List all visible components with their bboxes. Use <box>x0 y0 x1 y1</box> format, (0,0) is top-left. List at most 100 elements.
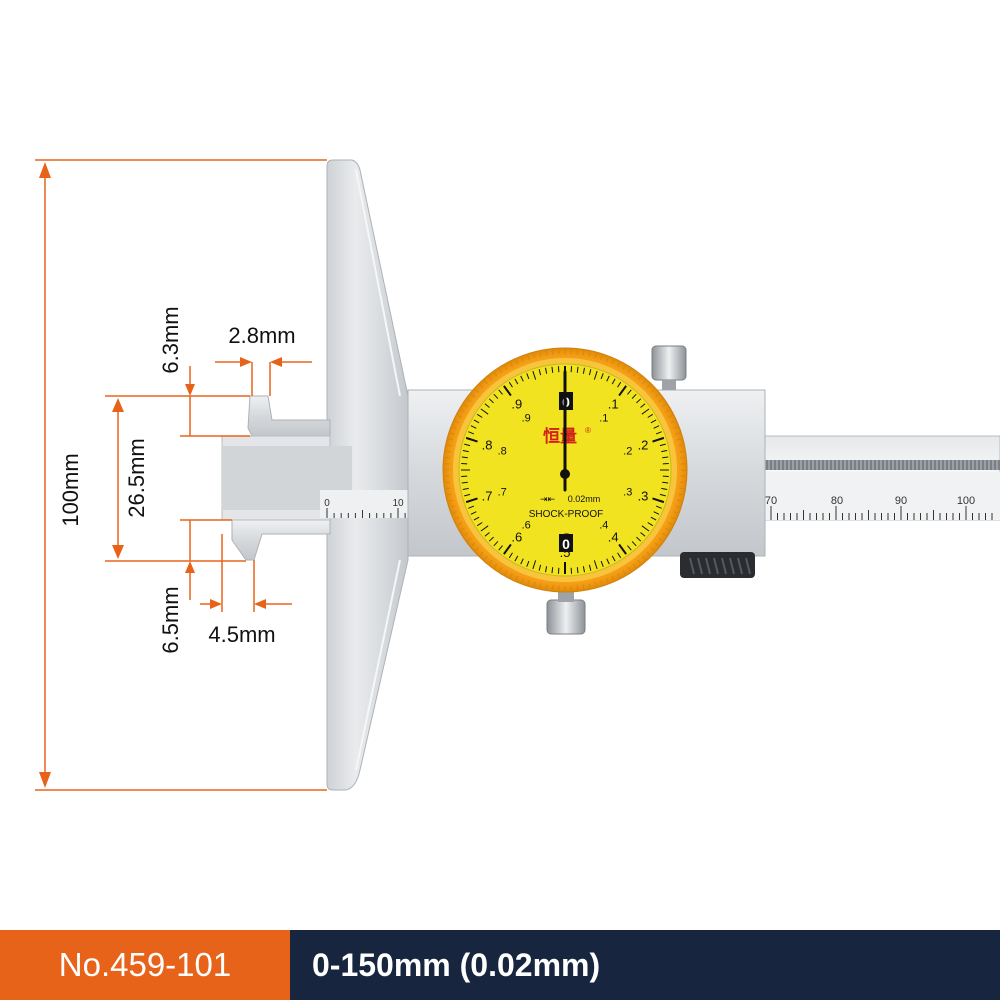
knurl-line <box>448 505 455 509</box>
dial-tick <box>576 567 579 574</box>
depth-base-bevel <box>355 169 401 397</box>
knurl-line <box>627 367 632 374</box>
bar-scale-label-100: 100 <box>957 495 975 507</box>
dial-tick <box>640 403 646 408</box>
dial-tick <box>593 370 598 380</box>
knurl-line <box>462 532 469 537</box>
dial-number: .4 <box>608 529 619 544</box>
knurl-line <box>482 378 488 385</box>
dial-number: .1 <box>608 397 619 412</box>
knurl-line <box>680 456 687 459</box>
dial-number-inner: .9 <box>522 413 531 425</box>
knurl-line <box>492 370 498 377</box>
dial-tick <box>611 378 616 385</box>
dial-tick <box>462 487 469 490</box>
knurl-line <box>622 364 627 370</box>
dial-tick <box>606 558 610 565</box>
knurl-line <box>469 542 476 548</box>
dial-tick <box>532 370 537 380</box>
grip-line <box>745 557 751 575</box>
dial-tick <box>661 450 668 453</box>
dial-tick <box>600 373 604 380</box>
knurl-line <box>678 493 685 496</box>
knurl-line <box>444 450 451 453</box>
knurl-line <box>456 522 462 526</box>
knurl-line <box>465 397 472 403</box>
knurl-line <box>545 584 548 591</box>
dial-tick <box>538 564 542 571</box>
dial-tick <box>498 389 503 395</box>
knurl-line <box>443 481 450 484</box>
knurl-line <box>637 374 643 381</box>
knurl-line <box>503 364 508 370</box>
knurl-line <box>654 542 661 548</box>
dial-tick <box>636 398 642 404</box>
knurl-line <box>445 444 452 447</box>
knurl-line <box>520 355 524 362</box>
knurl-line <box>539 350 542 357</box>
knurl-line <box>526 580 530 587</box>
knurl-line <box>453 516 460 521</box>
knurl-line <box>665 408 671 413</box>
depth-base <box>326 159 409 791</box>
knurl-line <box>509 361 513 367</box>
knurl-line <box>514 358 519 365</box>
knurl-line <box>582 349 585 356</box>
knurl-line <box>611 575 616 582</box>
dial-tick <box>617 552 622 559</box>
knurl-line <box>606 578 610 585</box>
dial-tick <box>593 560 598 570</box>
grip-line <box>697 557 703 575</box>
dial-tick <box>470 425 477 429</box>
knurl-line <box>670 516 677 521</box>
dial-tick <box>462 450 469 453</box>
dial-tick <box>468 431 475 435</box>
dial-number-inner: .8 <box>498 446 507 458</box>
dial-tick <box>503 543 512 555</box>
knurl-line <box>582 584 585 591</box>
beam-scale-ticks <box>770 506 993 520</box>
dial-number: .3 <box>638 488 649 503</box>
dial-tick <box>526 560 530 567</box>
dial-tick <box>661 487 668 490</box>
knurl-line <box>453 419 460 424</box>
knurl-line <box>551 348 554 355</box>
dim-total-height: 100mm <box>58 453 83 526</box>
body-scale-strip <box>320 490 408 518</box>
dial-tick <box>464 493 471 497</box>
grip-line <box>721 557 727 575</box>
dial-number: .9 <box>511 397 522 412</box>
dial-tick <box>465 497 478 504</box>
knurl-line <box>622 570 627 576</box>
dial-ticks <box>461 366 669 574</box>
dial-tick <box>653 425 660 429</box>
knurl-line <box>646 551 652 557</box>
dial-tick <box>545 367 548 374</box>
dial-bottom-counter: 0 <box>562 536 570 552</box>
knurl-line <box>673 425 680 429</box>
knurl-line <box>670 419 677 424</box>
dial-tick <box>659 443 666 447</box>
knurl-line <box>447 499 454 503</box>
dial-tick <box>476 522 483 527</box>
beam-scale-strip <box>765 472 1000 520</box>
dial-tick <box>488 536 494 542</box>
knurl-line <box>617 361 621 367</box>
knurl-line <box>447 437 454 441</box>
dial-tick <box>662 481 669 484</box>
dial-tick <box>514 555 519 562</box>
dial-tick <box>538 369 542 376</box>
grip-line <box>737 557 743 575</box>
dial-number-inner: .6 <box>522 519 531 531</box>
dial-number-inner: .7 <box>498 486 507 498</box>
knurl-line <box>473 387 480 393</box>
dial-tick <box>468 505 475 509</box>
dial-tick <box>652 436 665 443</box>
knurl-line <box>606 355 610 362</box>
knurl-line <box>448 431 455 435</box>
dial-tick <box>488 398 494 404</box>
knurl-line <box>588 583 591 590</box>
dial-bottom-counter-box <box>559 534 573 552</box>
knurl-line <box>526 353 530 360</box>
top-knob-stem <box>662 380 676 390</box>
